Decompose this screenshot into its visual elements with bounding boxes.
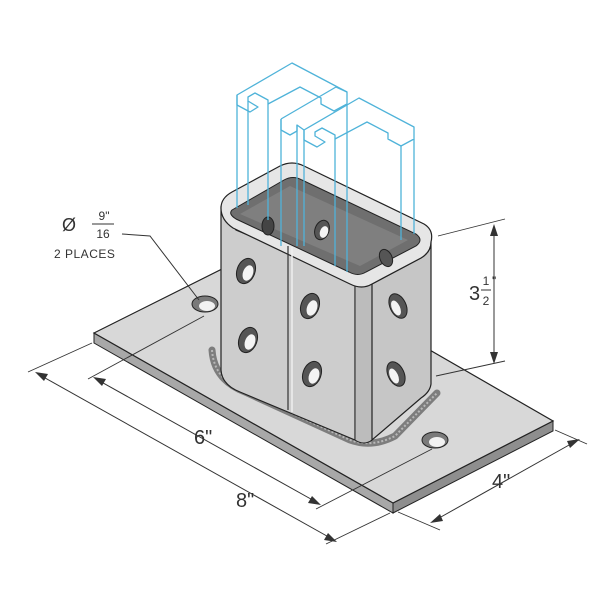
post-hole-3 — [299, 292, 321, 320]
channel-outline — [236, 62, 415, 272]
post-corner — [354, 278, 373, 444]
post-hole-4 — [301, 360, 323, 388]
height-numerator: 1 — [483, 274, 490, 288]
post-body — [220, 162, 433, 444]
length-outer-label: 8" — [236, 490, 254, 512]
length-inner-label: 6" — [194, 427, 212, 449]
channel-left-profile — [236, 62, 348, 113]
height-dimension: 3 1 " 2 — [435, 218, 506, 377]
post-hole-1 — [235, 257, 257, 285]
mounting-hole-right — [421, 431, 449, 449]
post-hole-6 — [386, 361, 406, 387]
diameter-symbol: Ø — [62, 215, 76, 235]
mounting-hole-left — [191, 295, 219, 313]
length-outer-dim-line — [37, 373, 335, 541]
callout-denominator: 16 — [96, 227, 110, 241]
width-dim-line — [431, 439, 579, 523]
post-hole-5 — [388, 293, 408, 319]
length-outer-dimension: 8" — [27, 342, 391, 545]
callout-places: 2 PLACES — [54, 247, 115, 261]
callout-leader — [121, 233, 200, 301]
hole-callout: Ø 9" 16 2 PLACES — [54, 209, 200, 301]
height-unit: " — [492, 274, 496, 288]
post-hole-9 — [378, 248, 394, 268]
height-whole: 3 — [469, 283, 480, 305]
callout-numerator: 9" — [99, 209, 110, 223]
length-inner-dimension: 6" — [87, 315, 433, 510]
post-hole-2 — [237, 326, 259, 354]
width-dimension: 4" — [397, 429, 588, 531]
height-denominator: 2 — [483, 294, 490, 308]
length-inner-dim-line — [95, 378, 319, 504]
width-label: 4" — [492, 471, 510, 493]
